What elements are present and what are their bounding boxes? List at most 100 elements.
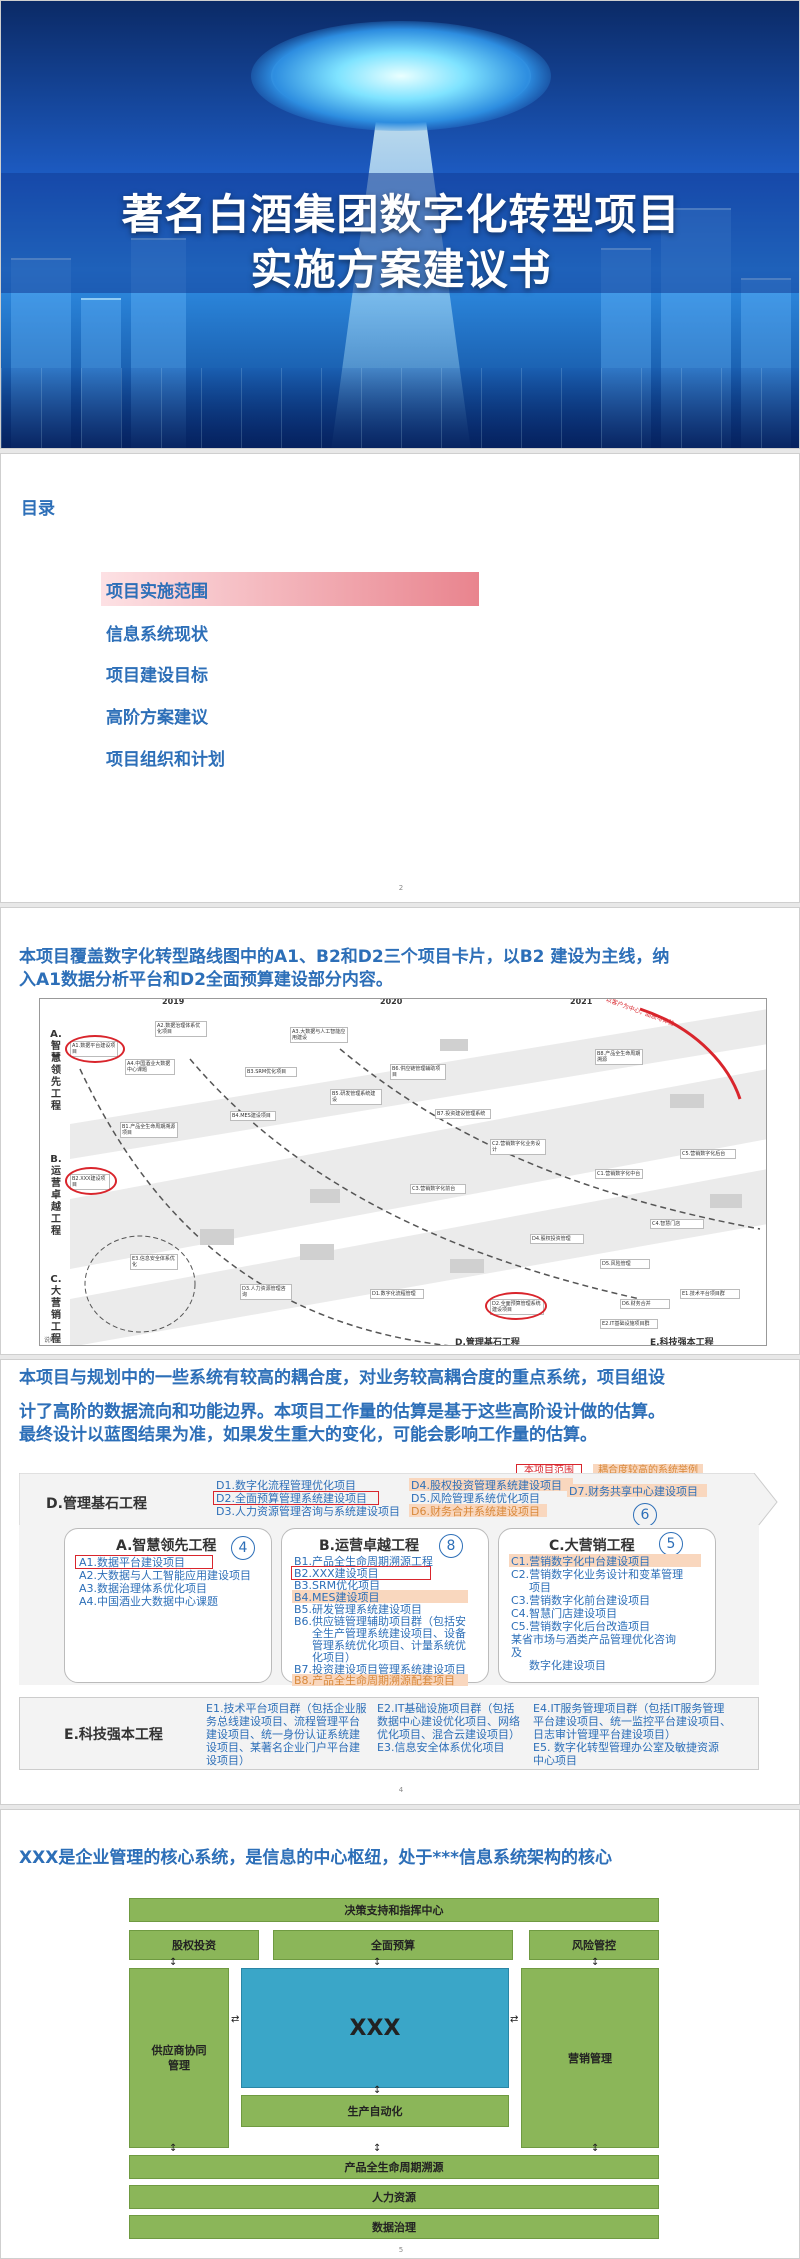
e-item: 建设项目、统一身份认证系统建 bbox=[206, 1728, 360, 1741]
page-number: 4 bbox=[398, 1786, 404, 1794]
roadmap-box: D4.股权投资管理 bbox=[530, 1234, 584, 1244]
arch-budget: 全面预算 bbox=[273, 1930, 513, 1960]
c-item: C3.营销数字化前台建设项目 bbox=[511, 1594, 651, 1607]
roadmap-box: D1.数字化流程管理 bbox=[370, 1289, 424, 1299]
arrow-updown-icon: ↕ bbox=[591, 1957, 600, 1968]
toc-item-1[interactable]: 项目实施范围 bbox=[106, 582, 208, 602]
roadmap-box: B4.MES建设项目 bbox=[230, 1111, 276, 1121]
c-item: 及 bbox=[511, 1646, 522, 1659]
roadmap-slide: 本项目覆盖数字化转型路线图中的A1、B2和D2三个项目卡片，以B2 建设为主线，… bbox=[0, 907, 800, 1355]
roadmap-box: C4.智慧门店 bbox=[650, 1219, 704, 1229]
c-title: C.大营销工程 bbox=[549, 1538, 635, 1554]
d-item: D1.数字化流程管理优化项目 bbox=[216, 1479, 356, 1492]
year-label: 2020 bbox=[380, 998, 403, 1006]
arch-data-governance: 数据治理 bbox=[129, 2215, 659, 2239]
title-band bbox=[1, 173, 799, 293]
coupled-shade bbox=[567, 1484, 707, 1497]
roadmap-box: B5.研发管理系统建设 bbox=[330, 1089, 382, 1105]
lane-c-label: C.大营销工程 bbox=[50, 1274, 62, 1345]
roadmap-title-line2: 入A1数据分析平台和D2全面预算建设部分内容。 bbox=[19, 970, 393, 990]
arrow-left-right-icon: ⇄ bbox=[231, 2014, 240, 2025]
arch-hr: 人力资源 bbox=[129, 2185, 659, 2209]
arch-equity: 股权投资 bbox=[129, 1930, 259, 1960]
highlight-circle-d2 bbox=[485, 1292, 547, 1320]
d-item: D3.人力资源管理咨询与系统建设项目 bbox=[216, 1505, 400, 1518]
roadmap-box: D3.人力资源管理咨询 bbox=[240, 1284, 292, 1300]
toc-slide: 目录 项目实施范围 信息系统现状 项目建设目标 高阶方案建议 项目组织和计划 2 bbox=[0, 453, 800, 903]
scope-title-line1: 本项目与规划中的一些系统有较高的耦合度，对业务较高耦合度的重点系统，项目组设 bbox=[19, 1368, 665, 1388]
roadmap-box: A3.大数据与人工智能应用建设 bbox=[290, 1027, 348, 1043]
e-item: E4.IT服务管理项目群（包括IT服务管理 bbox=[533, 1702, 725, 1715]
arrow-updown-icon: ↕ bbox=[373, 2143, 382, 2154]
lane-d-label: D.管理基石工程 bbox=[455, 1338, 520, 1346]
b-item: B6.供应链管理辅助项目群（包括安 bbox=[294, 1615, 467, 1628]
arch-marketing: 营销管理 bbox=[521, 1968, 659, 2148]
gray-block bbox=[670, 1094, 704, 1108]
a-item: A1.数据平台建设项目 bbox=[79, 1556, 186, 1569]
coupled-shade bbox=[292, 1590, 468, 1603]
lane-b-label: B.运营卓越工程 bbox=[50, 1154, 62, 1237]
b-item: B4.MES建设项目 bbox=[294, 1591, 380, 1604]
arrow-updown-icon: ↕ bbox=[169, 2143, 178, 2154]
roadmap-box: D5.风险管理 bbox=[600, 1259, 650, 1269]
arch-automation: 生产自动化 bbox=[241, 2095, 509, 2127]
a-item: A2.大数据与人工智能应用建设项目 bbox=[79, 1569, 252, 1582]
c-item: 项目 bbox=[529, 1581, 551, 1594]
b-item: B5.研发管理系统建设项目 bbox=[294, 1603, 423, 1616]
scope-title-line3: 最终设计以蓝图结果为准，如果发生重大的变化，可能会影响工作量的估算。 bbox=[19, 1425, 597, 1445]
b-item: B1.产品全生命周期溯源工程 bbox=[294, 1555, 434, 1568]
scope-slide: 本项目与规划中的一些系统有较高的耦合度，对业务较高耦合度的重点系统，项目组设 计… bbox=[0, 1359, 800, 1805]
b-title: B.运营卓越工程 bbox=[319, 1538, 419, 1554]
roadmap-lanes bbox=[70, 1007, 766, 1345]
b-item: 全生产管理系统建设项目、设备 bbox=[312, 1627, 466, 1640]
e-item: E2.IT基础设施项目群（包括 bbox=[377, 1702, 515, 1715]
roadmap-box: B1.产品全生命周期溯源项目 bbox=[120, 1122, 178, 1138]
d-count-badge: 6 bbox=[633, 1503, 657, 1527]
roadmap-box: C2.营销数字化业务设计 bbox=[490, 1139, 546, 1155]
toc-item-2[interactable]: 信息系统现状 bbox=[106, 625, 208, 645]
gray-block bbox=[710, 1194, 742, 1208]
roadmap-box: C3.营销数字化前台 bbox=[410, 1184, 466, 1194]
footnote: 说明： bbox=[44, 1337, 63, 1344]
toc-item-5[interactable]: 项目组织和计划 bbox=[106, 750, 225, 770]
gray-block bbox=[300, 1244, 334, 1260]
e-item: 设项目） bbox=[206, 1754, 250, 1767]
roadmap-box: A2.数据治理体系优化项目 bbox=[155, 1021, 207, 1037]
cover-slide: 著名白酒集团数字化转型项目 实施方案建议书 bbox=[0, 0, 800, 449]
arrow-updown-icon: ↕ bbox=[373, 1957, 382, 1968]
year-label: 2019 bbox=[162, 998, 185, 1006]
c-count-badge: 5 bbox=[659, 1532, 683, 1556]
coupled-shade bbox=[292, 1674, 468, 1686]
roadmap-box: B7.投资建设管理系统 bbox=[435, 1109, 491, 1119]
arch-risk: 风险管控 bbox=[529, 1930, 659, 1960]
roadmap-box: B6.供应链管理辅助项目 bbox=[390, 1064, 446, 1080]
c-item: C1.营销数字化中台建设项目 bbox=[511, 1555, 651, 1568]
architecture-slide: XXX是企业管理的核心系统，是信息的中心枢纽，处于***信息系统架构的核心 决策… bbox=[0, 1809, 800, 2259]
a-item: A3.数据治理体系优化项目 bbox=[79, 1582, 208, 1595]
arrow-updown-icon: ↕ bbox=[373, 2085, 382, 2096]
lane-e-label: E.科技强本工程 bbox=[650, 1338, 714, 1346]
page-number: 2 bbox=[398, 884, 404, 892]
e-item: 日志审计管理平台建设项目） bbox=[533, 1728, 676, 1741]
roadmap-box: C1.营销数字化中台 bbox=[595, 1169, 643, 1179]
cover-title-line2: 实施方案建议书 bbox=[250, 245, 552, 294]
toc-item-3[interactable]: 项目建设目标 bbox=[106, 666, 208, 686]
toc-highlight bbox=[101, 572, 479, 606]
gray-block bbox=[200, 1229, 234, 1245]
arch-decision-center: 决策支持和指挥中心 bbox=[129, 1898, 659, 1922]
scope-highlight-a1 bbox=[75, 1555, 213, 1569]
a-item: A4.中国酒业大数据中心课题 bbox=[79, 1595, 219, 1608]
roadmap-box: C5.营销数字化后台 bbox=[680, 1149, 736, 1159]
roadmap-box: A4.中国酒业大数据中心课题 bbox=[125, 1059, 175, 1075]
roadmap-box: E1.技术平台项目群 bbox=[680, 1289, 740, 1299]
arrow-updown-icon: ↕ bbox=[169, 1957, 178, 1968]
d-item: D2.全面预算管理系统建设项目 bbox=[216, 1492, 367, 1505]
d-item: D7.财务共享中心建设项目 bbox=[569, 1485, 698, 1498]
b-item: 化项目） bbox=[312, 1651, 356, 1664]
toc-heading: 目录 bbox=[21, 499, 55, 519]
gray-block bbox=[310, 1189, 340, 1203]
toc-item-4[interactable]: 高阶方案建议 bbox=[106, 708, 208, 728]
b-item: B2.XXX建设项目 bbox=[294, 1567, 379, 1580]
roadmap-box: D6.财务合并 bbox=[620, 1299, 670, 1309]
lane-a-label: A.智慧领先工程 bbox=[50, 1029, 62, 1112]
